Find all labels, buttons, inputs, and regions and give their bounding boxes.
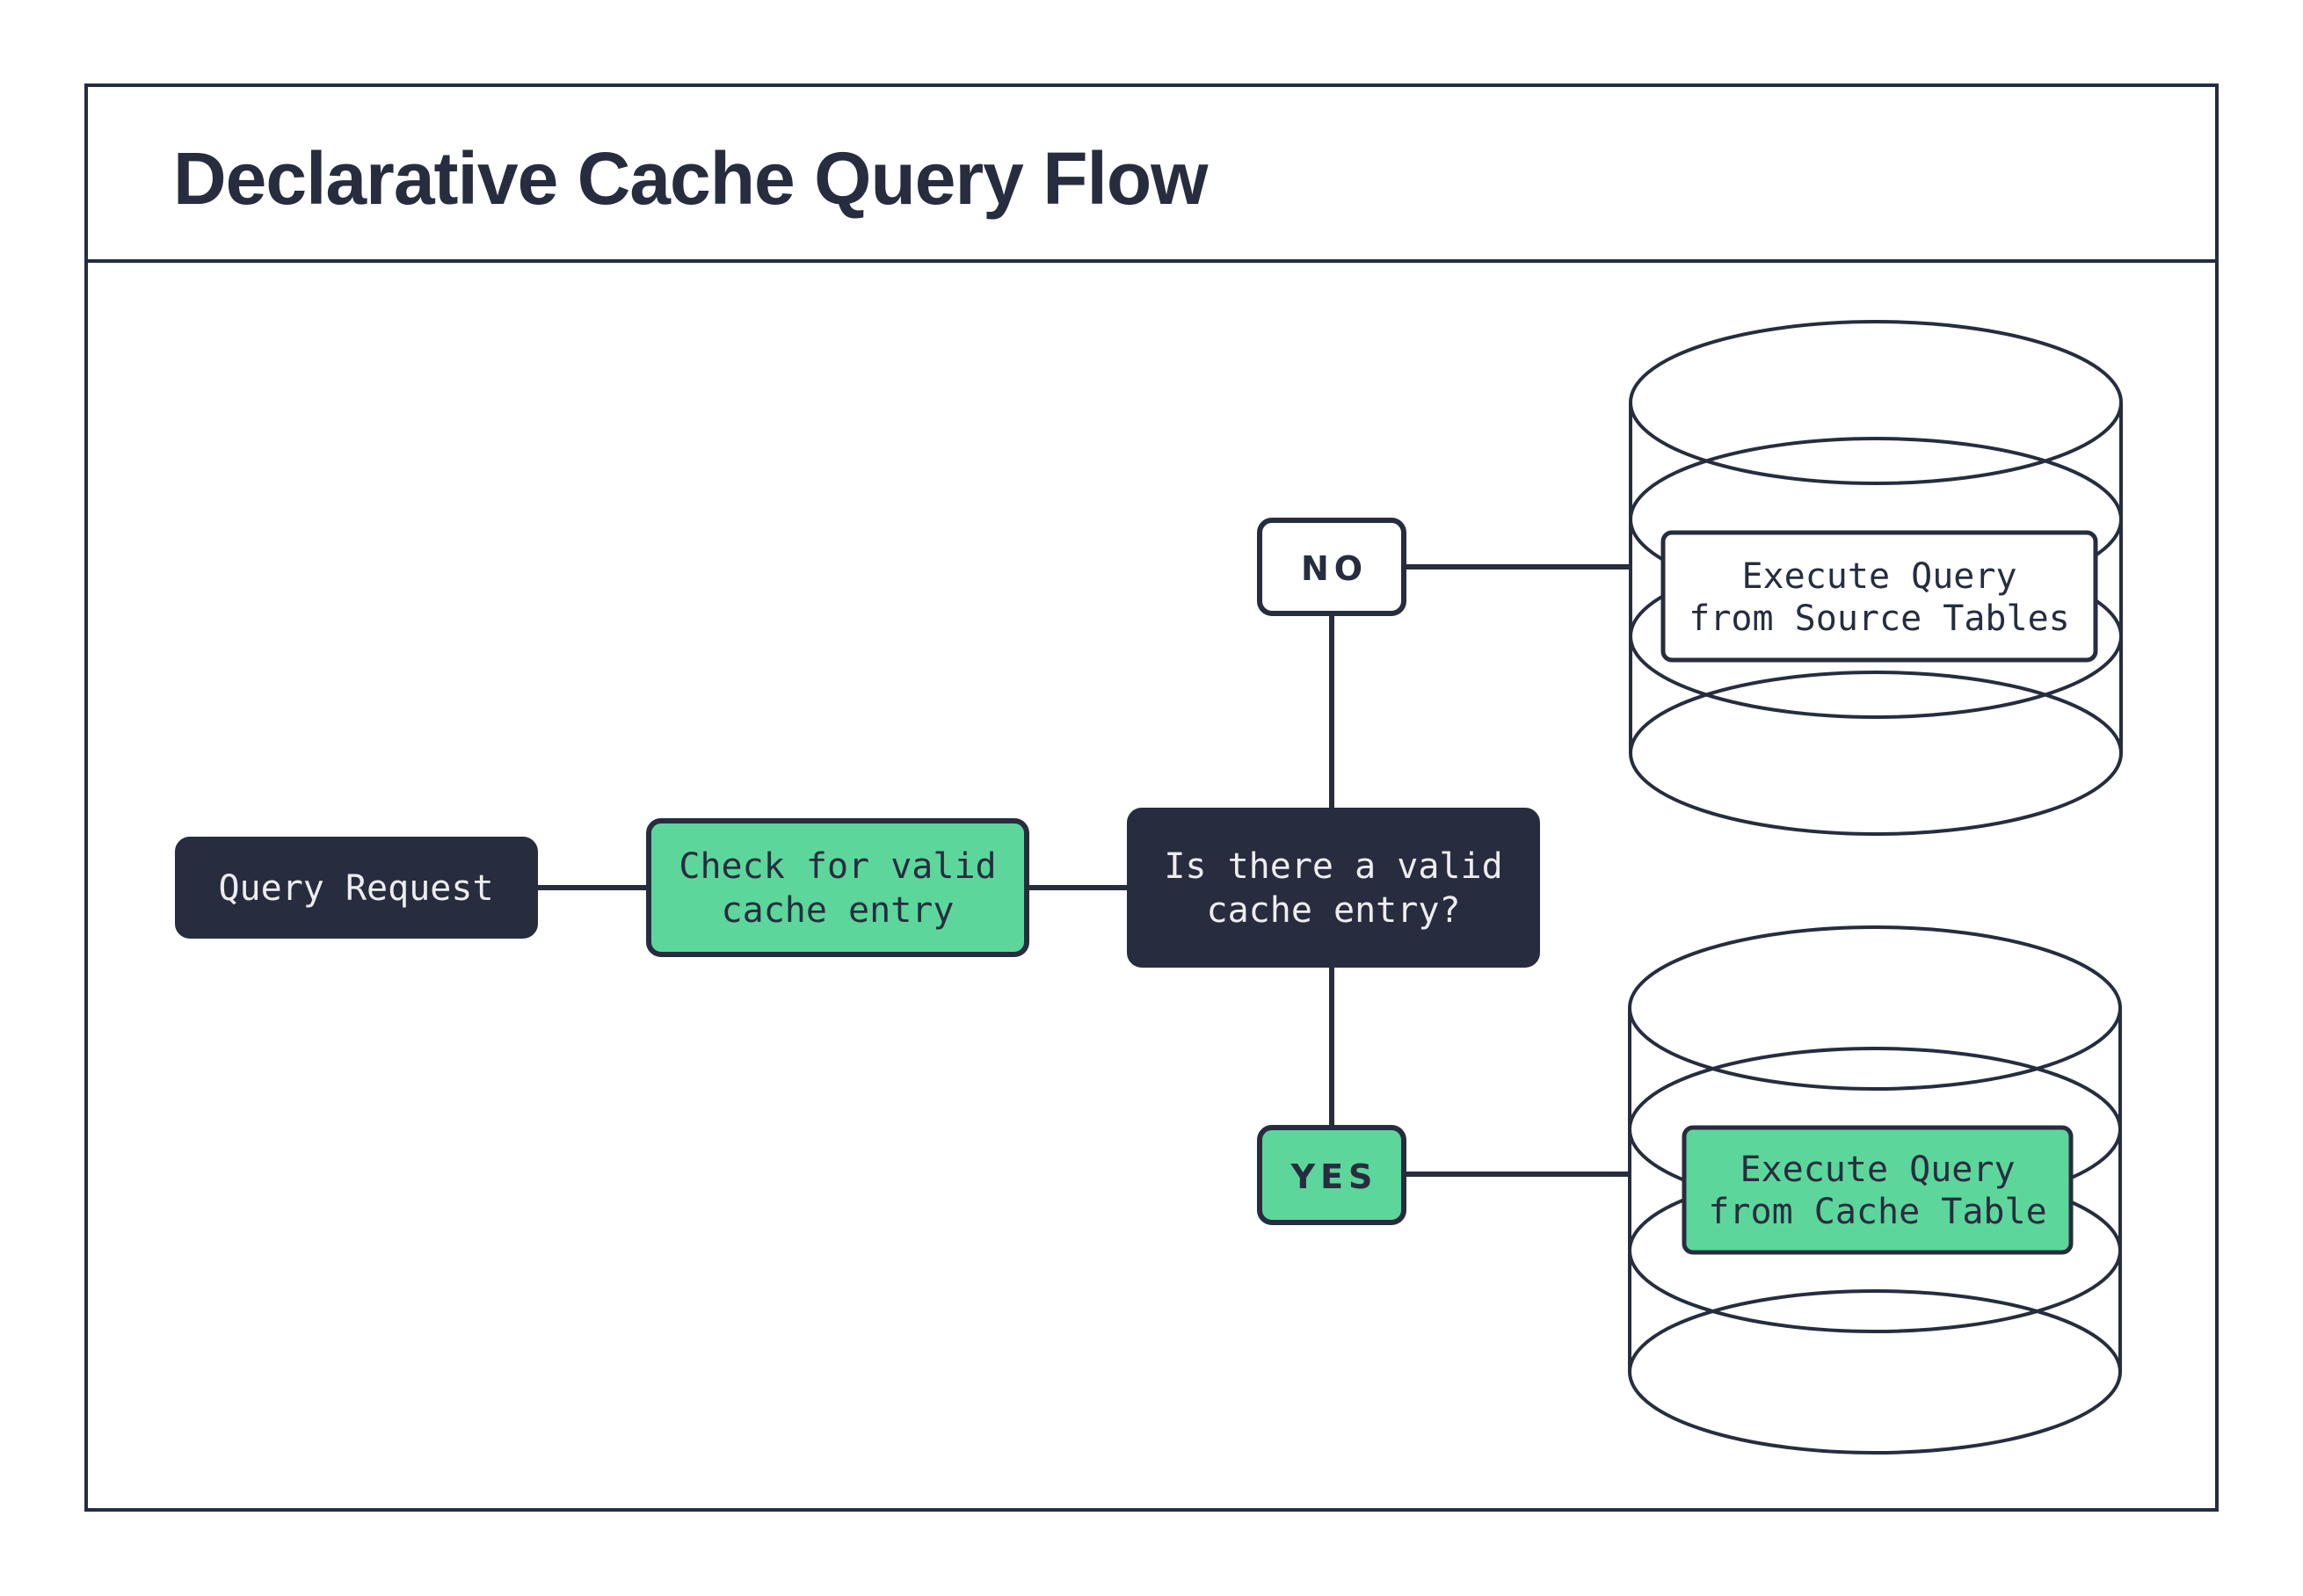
yes-branch-box bbox=[1257, 1125, 1406, 1225]
cache-db-label-box bbox=[1682, 1125, 2074, 1255]
cache-db-label-line1: Execute Query bbox=[1740, 1150, 2015, 1190]
node-no-branch: NO bbox=[1257, 518, 1406, 616]
connectors bbox=[535, 564, 1631, 1177]
check-cache-box bbox=[646, 818, 1029, 957]
source-db-label-line2: from Source Tables bbox=[1689, 598, 2069, 639]
decision-label-line2: cache entry? bbox=[1207, 890, 1461, 931]
no-branch-box bbox=[1257, 518, 1406, 616]
no-branch-label: NO bbox=[1301, 549, 1368, 588]
query-request-label: Query Request bbox=[218, 868, 493, 909]
cache-db-label-line2: from Cache Table bbox=[1708, 1192, 2046, 1232]
diagram-frame bbox=[84, 83, 2219, 1512]
database-icon-source: Execute Query from Source Tables bbox=[1629, 320, 2123, 836]
yes-branch-label: YES bbox=[1290, 1157, 1378, 1196]
source-db-label-line1: Execute Query bbox=[1741, 556, 2016, 597]
node-yes-branch: YES bbox=[1257, 1125, 1406, 1225]
page-title: Declarative Cache Query Flow bbox=[173, 137, 1209, 220]
decision-label-line1: Is there a valid bbox=[1164, 846, 1502, 887]
database-icon-cache: Execute Query from Cache Table bbox=[1628, 925, 2122, 1455]
query-request-box bbox=[175, 837, 538, 939]
source-db-label-box bbox=[1660, 530, 2098, 663]
decision-box bbox=[1127, 808, 1540, 968]
node-check-cache: Check for valid cache entry bbox=[646, 818, 1029, 957]
check-cache-label-line2: cache entry bbox=[722, 890, 955, 931]
check-cache-label-line1: Check for valid bbox=[679, 846, 996, 887]
node-decision: Is there a valid cache entry? bbox=[1127, 808, 1540, 968]
node-query-request: Query Request bbox=[175, 837, 538, 939]
